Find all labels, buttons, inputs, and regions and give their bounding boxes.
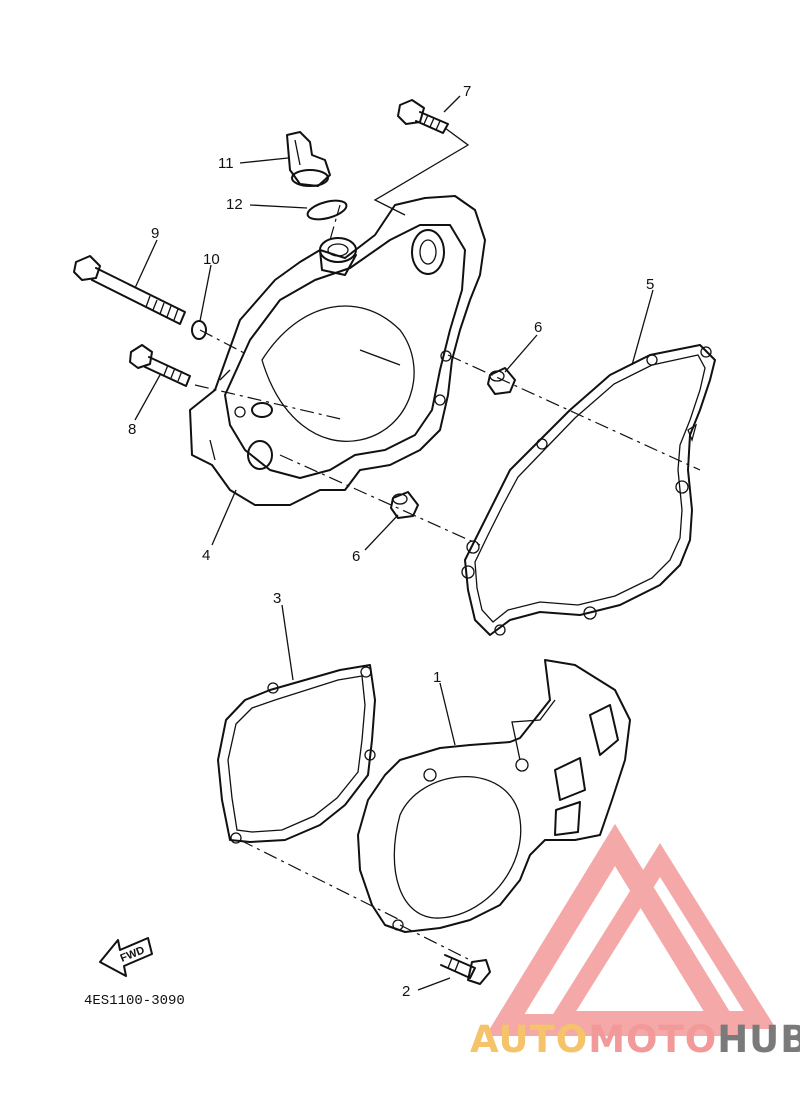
callout-7: 7: [463, 83, 471, 100]
outer-cover-1: [357, 659, 631, 933]
callout-6-upper: 6: [534, 319, 542, 336]
bolt-8: [129, 344, 191, 387]
watermark-brand: AUTOMOTOHUB: [470, 1018, 800, 1061]
callout-11: 11: [218, 155, 234, 172]
crankcase-cover-4: [189, 195, 486, 506]
screw-2: [440, 954, 491, 985]
bolt-7: [397, 99, 449, 134]
oil-filler-plug-11: [286, 131, 331, 187]
callout-leaders: [134, 95, 654, 991]
watermark-logo-icon: [485, 823, 777, 1036]
callout-3: 3: [273, 590, 281, 607]
brand-part-moto: MOTO: [588, 1018, 718, 1061]
brand-part-hub: HUB: [717, 1018, 800, 1061]
drawing-code: 4ES1100-3090: [84, 993, 185, 1009]
o-ring-12: [306, 199, 348, 221]
callout-8: 8: [128, 421, 136, 438]
brand-part-auto: AUTO: [470, 1018, 589, 1061]
callout-6-lower: 6: [352, 548, 360, 565]
washer-10: [191, 320, 207, 340]
gasket-3: [217, 664, 376, 844]
callout-5: 5: [646, 276, 654, 293]
callout-12: 12: [226, 196, 243, 213]
assembly-center-lines: [194, 127, 701, 961]
callout-10: 10: [203, 251, 220, 268]
forward-arrow-icon: FWD: [99, 937, 153, 977]
dowel-pin-6-lower: [390, 491, 419, 519]
callout-4: 4: [202, 547, 210, 564]
bolt-9: [73, 255, 186, 325]
callout-2: 2: [402, 983, 410, 1000]
dowel-pin-6-upper: [487, 367, 516, 395]
gasket-5: [461, 344, 716, 636]
callout-9: 9: [151, 225, 159, 242]
callout-1: 1: [433, 669, 441, 686]
